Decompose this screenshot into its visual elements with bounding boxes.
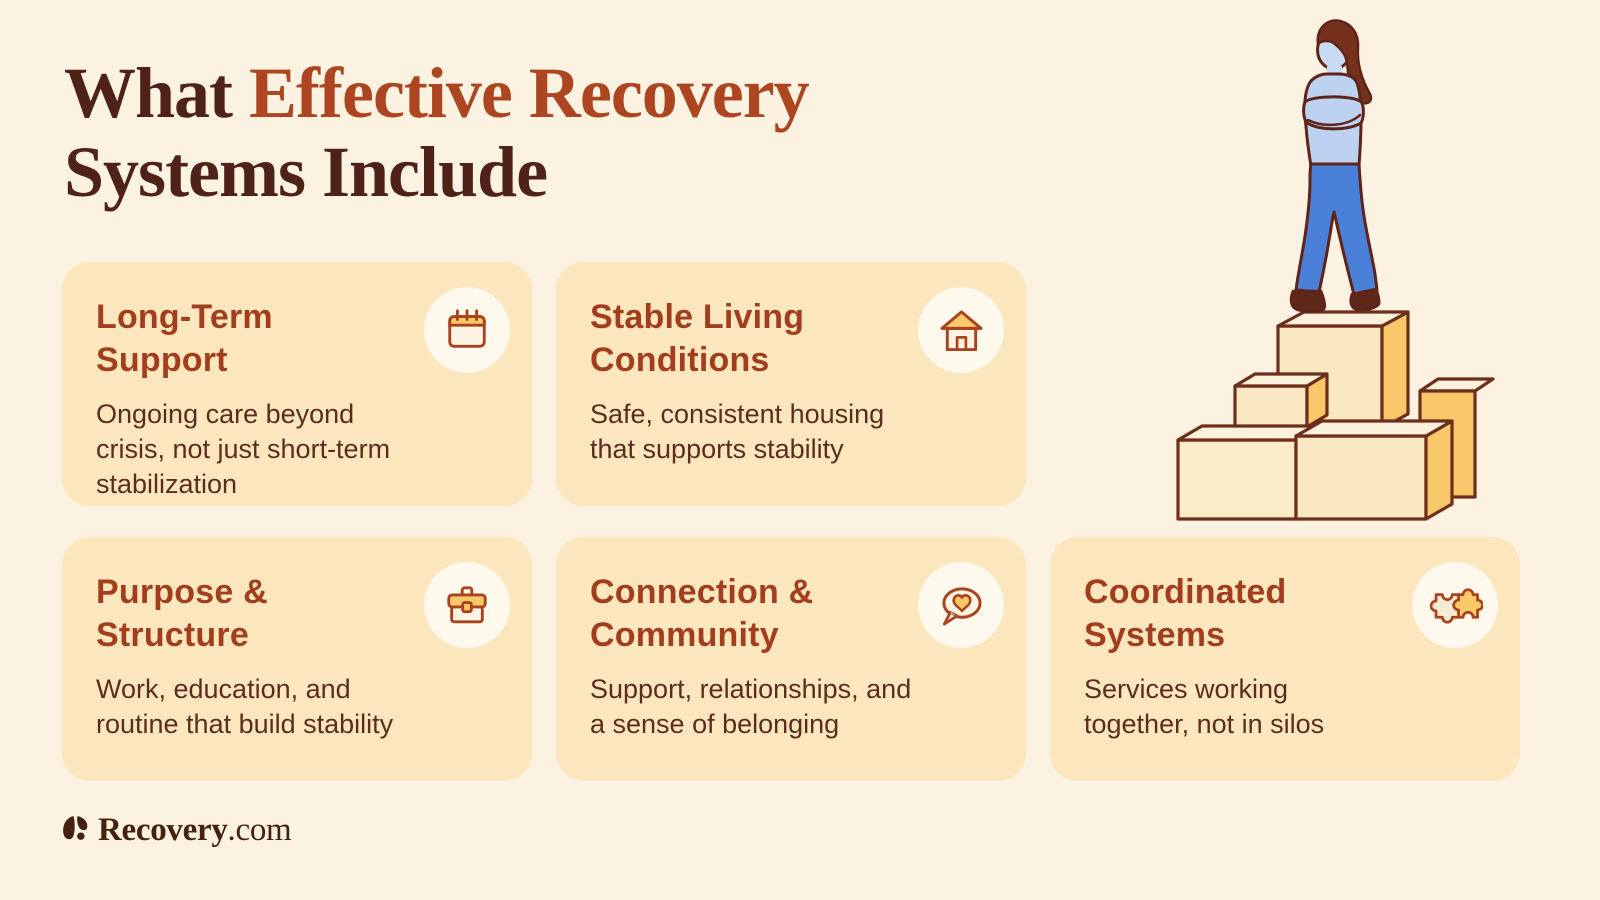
calendar-icon-circle (424, 287, 510, 373)
puzzle-icon (1429, 587, 1483, 623)
card-description: Support, relationships, and a sense of b… (590, 673, 912, 739)
card-title: Stable Living Conditions (590, 298, 805, 379)
card-coordinated-systems: Coordinated Systems Services working tog… (1050, 537, 1520, 781)
person-jeans (1294, 162, 1379, 297)
page-title: What Effective Recovery Systems Include (64, 53, 810, 213)
house-icon (939, 309, 983, 351)
box-bottom-right (1294, 419, 1454, 521)
card-stable-living-conditions: Stable Living Conditions Safe, consisten… (556, 262, 1026, 506)
card-connection-community: Connection & Community Support, relation… (556, 537, 1026, 781)
puzzle-icon-circle (1412, 562, 1498, 648)
card-title: Connection & Community (590, 573, 814, 654)
card-description: Ongoing care beyond crisis, not just sho… (96, 398, 391, 499)
chat-heart-icon-circle (918, 562, 1004, 648)
card-title: Purpose & Structure (96, 573, 268, 654)
card-title: Long-Term Support (96, 298, 273, 379)
title-text-dark: What (64, 53, 250, 133)
card-description: Work, education, and routine that build … (96, 673, 394, 739)
card-description: Services working together, not in silos (1084, 673, 1325, 739)
title-line-1: What Effective Recovery (64, 53, 810, 133)
box-top-pedestal (1276, 310, 1410, 430)
briefcase-icon (447, 586, 487, 624)
person-on-boxes-illustration (1176, 19, 1495, 521)
brand-name: Recovery (98, 812, 228, 848)
title-text-accent: Effective Recovery (249, 53, 810, 133)
chat-heart-icon (941, 586, 982, 625)
house-icon-circle (918, 287, 1004, 373)
briefcase-icon-circle (424, 562, 510, 648)
brand-domain: .com (227, 812, 292, 848)
person-shoe-right (1349, 287, 1381, 312)
card-title: Coordinated Systems (1084, 573, 1287, 654)
brand-text: Recovery.com (98, 812, 292, 849)
title-line-2: Systems Include (64, 132, 548, 213)
person-shoe-left (1289, 289, 1327, 313)
calendar-icon (448, 309, 486, 348)
box-small-middle (1233, 372, 1329, 429)
footer-brand: Recovery.com (62, 812, 292, 849)
recovery-logo-icon (63, 816, 88, 840)
card-purpose-structure: Purpose & Structure Work, education, and… (62, 537, 532, 781)
card-long-term-support: Long-Term Support Ongoing care beyond cr… (62, 262, 532, 506)
card-description: Safe, consistent housing that supports s… (590, 398, 885, 464)
